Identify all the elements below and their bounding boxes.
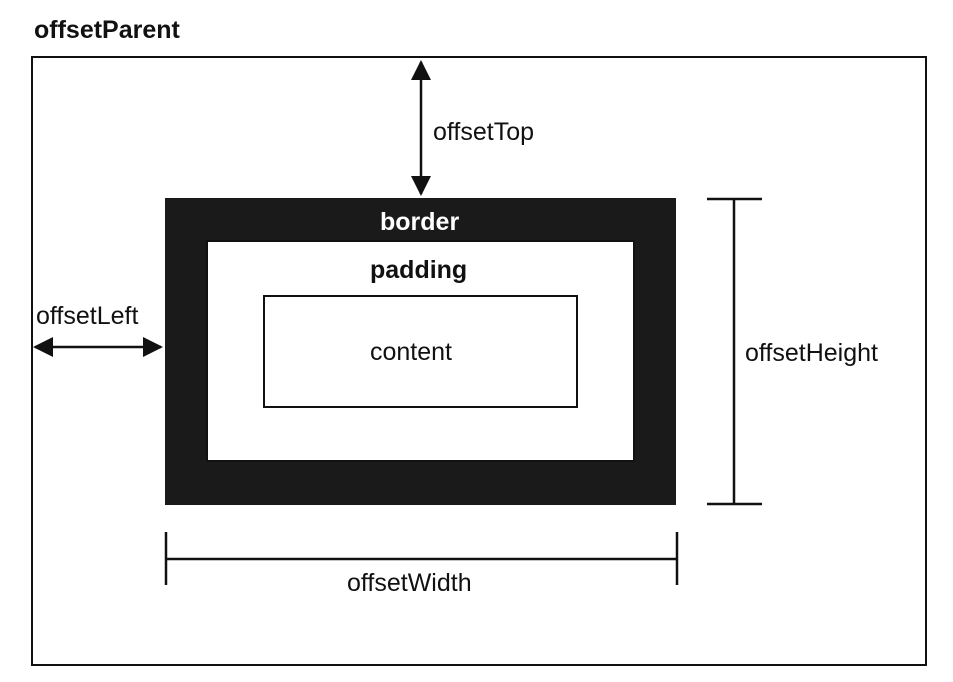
content-box	[263, 295, 578, 408]
border-label: border	[380, 208, 460, 236]
offset-height-label: offsetHeight	[745, 339, 878, 367]
offset-width-dimension	[164, 532, 679, 585]
offset-height-dimension	[707, 197, 762, 506]
offset-width-label: offsetWidth	[347, 569, 472, 597]
content-label: content	[370, 338, 453, 366]
offset-left-label: offsetLeft	[36, 302, 139, 330]
offset-parent-title: offsetParent	[34, 16, 180, 44]
offset-top-label: offsetTop	[433, 118, 535, 146]
padding-label: padding	[370, 256, 468, 284]
offset-parent-box	[31, 56, 927, 666]
